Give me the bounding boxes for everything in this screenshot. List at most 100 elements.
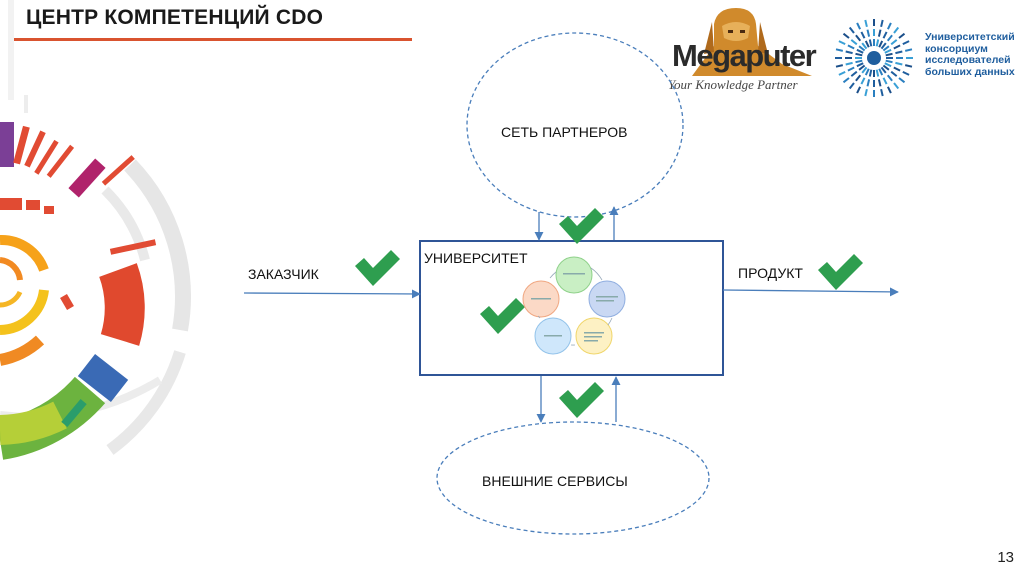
checkmark-icon bbox=[559, 382, 604, 418]
title-underline bbox=[14, 38, 412, 41]
customer-arrow bbox=[243, 289, 421, 299]
university-label: УНИВЕРСИТЕТ bbox=[424, 250, 528, 266]
consortium-ray bbox=[882, 77, 888, 85]
consortium-ray bbox=[835, 64, 844, 68]
consortium-logo-text: Университетский консорциум исследователе… bbox=[925, 31, 1021, 78]
consortium-ray bbox=[875, 69, 880, 77]
consortium-ray bbox=[861, 66, 868, 74]
consortium-ray bbox=[850, 70, 858, 77]
consortium-ray bbox=[855, 74, 862, 82]
consortium-ray bbox=[842, 32, 850, 39]
megaputer-wordmark: Megaputer bbox=[672, 38, 817, 73]
consortium-ray bbox=[848, 26, 855, 34]
consortium-ray bbox=[895, 61, 903, 66]
consortium-ray bbox=[866, 79, 871, 87]
consortium-ray bbox=[880, 42, 887, 50]
customer-label: ЗАКАЗЧИК bbox=[248, 266, 319, 282]
consortium-ray bbox=[845, 61, 853, 66]
consortium-center bbox=[867, 51, 881, 65]
consortium-ray bbox=[866, 29, 871, 37]
consortium-ray bbox=[850, 39, 858, 46]
services-ellipse bbox=[436, 421, 710, 535]
consortium-ray bbox=[835, 48, 844, 52]
consortium-ray bbox=[890, 70, 898, 77]
consortium-ray bbox=[880, 19, 884, 28]
consortium-ray bbox=[848, 82, 855, 90]
consortium-line: консорциум bbox=[925, 42, 988, 55]
consortium-ray bbox=[884, 62, 892, 68]
consortium-ray bbox=[880, 88, 884, 97]
megaputer-logo bbox=[662, 4, 817, 96]
consortium-line: исследователей bbox=[925, 54, 1011, 66]
consortium-ray bbox=[868, 39, 873, 47]
consortium-ray bbox=[882, 31, 888, 39]
consortium-ray bbox=[893, 66, 901, 72]
consortium-line: Университетский bbox=[925, 31, 1015, 43]
consortium-ray bbox=[886, 34, 893, 42]
consortium-ray bbox=[842, 77, 850, 84]
consortium-ray bbox=[858, 64, 866, 71]
consortium-ray bbox=[880, 66, 887, 74]
checkmark-icon bbox=[818, 254, 863, 290]
consortium-ray bbox=[882, 45, 890, 52]
consortium-ray bbox=[838, 70, 846, 76]
consortium-ray bbox=[838, 40, 846, 46]
consortium-ray bbox=[877, 29, 882, 37]
consortium-ray bbox=[877, 79, 882, 87]
consortium-ray bbox=[898, 77, 906, 84]
consortium-ray bbox=[864, 40, 870, 48]
consortium-ray bbox=[898, 32, 906, 39]
consortium-ray bbox=[856, 62, 864, 68]
consortium-ray bbox=[858, 45, 866, 52]
consortium-ray bbox=[875, 39, 880, 47]
consortium-ray bbox=[864, 19, 868, 28]
consortium-ray bbox=[845, 50, 853, 55]
consortium-ray bbox=[902, 40, 910, 46]
consortium-ray bbox=[856, 86, 862, 94]
consortium-ray bbox=[904, 48, 913, 52]
consortium-ray bbox=[847, 44, 855, 50]
consortium-ray bbox=[864, 88, 868, 97]
consortium-ray bbox=[890, 39, 898, 46]
consortium-ray bbox=[878, 40, 884, 48]
consortium-ray bbox=[878, 68, 884, 76]
consortium-ray bbox=[860, 77, 866, 85]
services-label: ВНЕШНИЕ СЕРВИСЫ bbox=[482, 473, 628, 489]
consortium-ray bbox=[902, 70, 910, 76]
consortium-ray bbox=[885, 59, 893, 64]
consortium-ray bbox=[882, 64, 890, 71]
consortium-ray bbox=[855, 59, 863, 64]
consortium-ray bbox=[886, 22, 892, 30]
consortium-ray bbox=[864, 68, 870, 76]
partners-ellipse bbox=[466, 32, 684, 218]
slide-title: ЦЕНТР КОМПЕТЕНЦИЙ CDO bbox=[26, 6, 324, 29]
consortium-ray bbox=[893, 44, 901, 50]
consortium-ray bbox=[886, 74, 893, 82]
consortium-line: больших данных bbox=[925, 65, 1015, 78]
consortium-ray bbox=[868, 69, 873, 77]
consortium-ray bbox=[860, 31, 866, 39]
page-number: 13 bbox=[997, 549, 1014, 566]
consortium-ray bbox=[861, 42, 868, 50]
checkmark-icon bbox=[559, 208, 604, 244]
consortium-ray bbox=[847, 66, 855, 72]
product-arrow bbox=[722, 287, 899, 297]
consortium-ray bbox=[884, 48, 892, 54]
consortium-ray bbox=[855, 34, 862, 42]
consortium-ray bbox=[856, 22, 862, 30]
consortium-ray bbox=[893, 82, 900, 90]
consortium-ray bbox=[856, 48, 864, 54]
process-cycle-graphic bbox=[522, 256, 626, 355]
consortium-ray bbox=[855, 52, 863, 57]
megaputer-tagline: Your Knowledge Partner bbox=[668, 77, 798, 92]
consortium-ray bbox=[885, 52, 893, 57]
consortium-ray bbox=[904, 64, 913, 68]
consortium-ray bbox=[886, 86, 892, 94]
product-label: ПРОДУКТ bbox=[738, 265, 803, 281]
consortium-ray bbox=[893, 26, 900, 34]
checkmark-icon bbox=[355, 250, 400, 286]
